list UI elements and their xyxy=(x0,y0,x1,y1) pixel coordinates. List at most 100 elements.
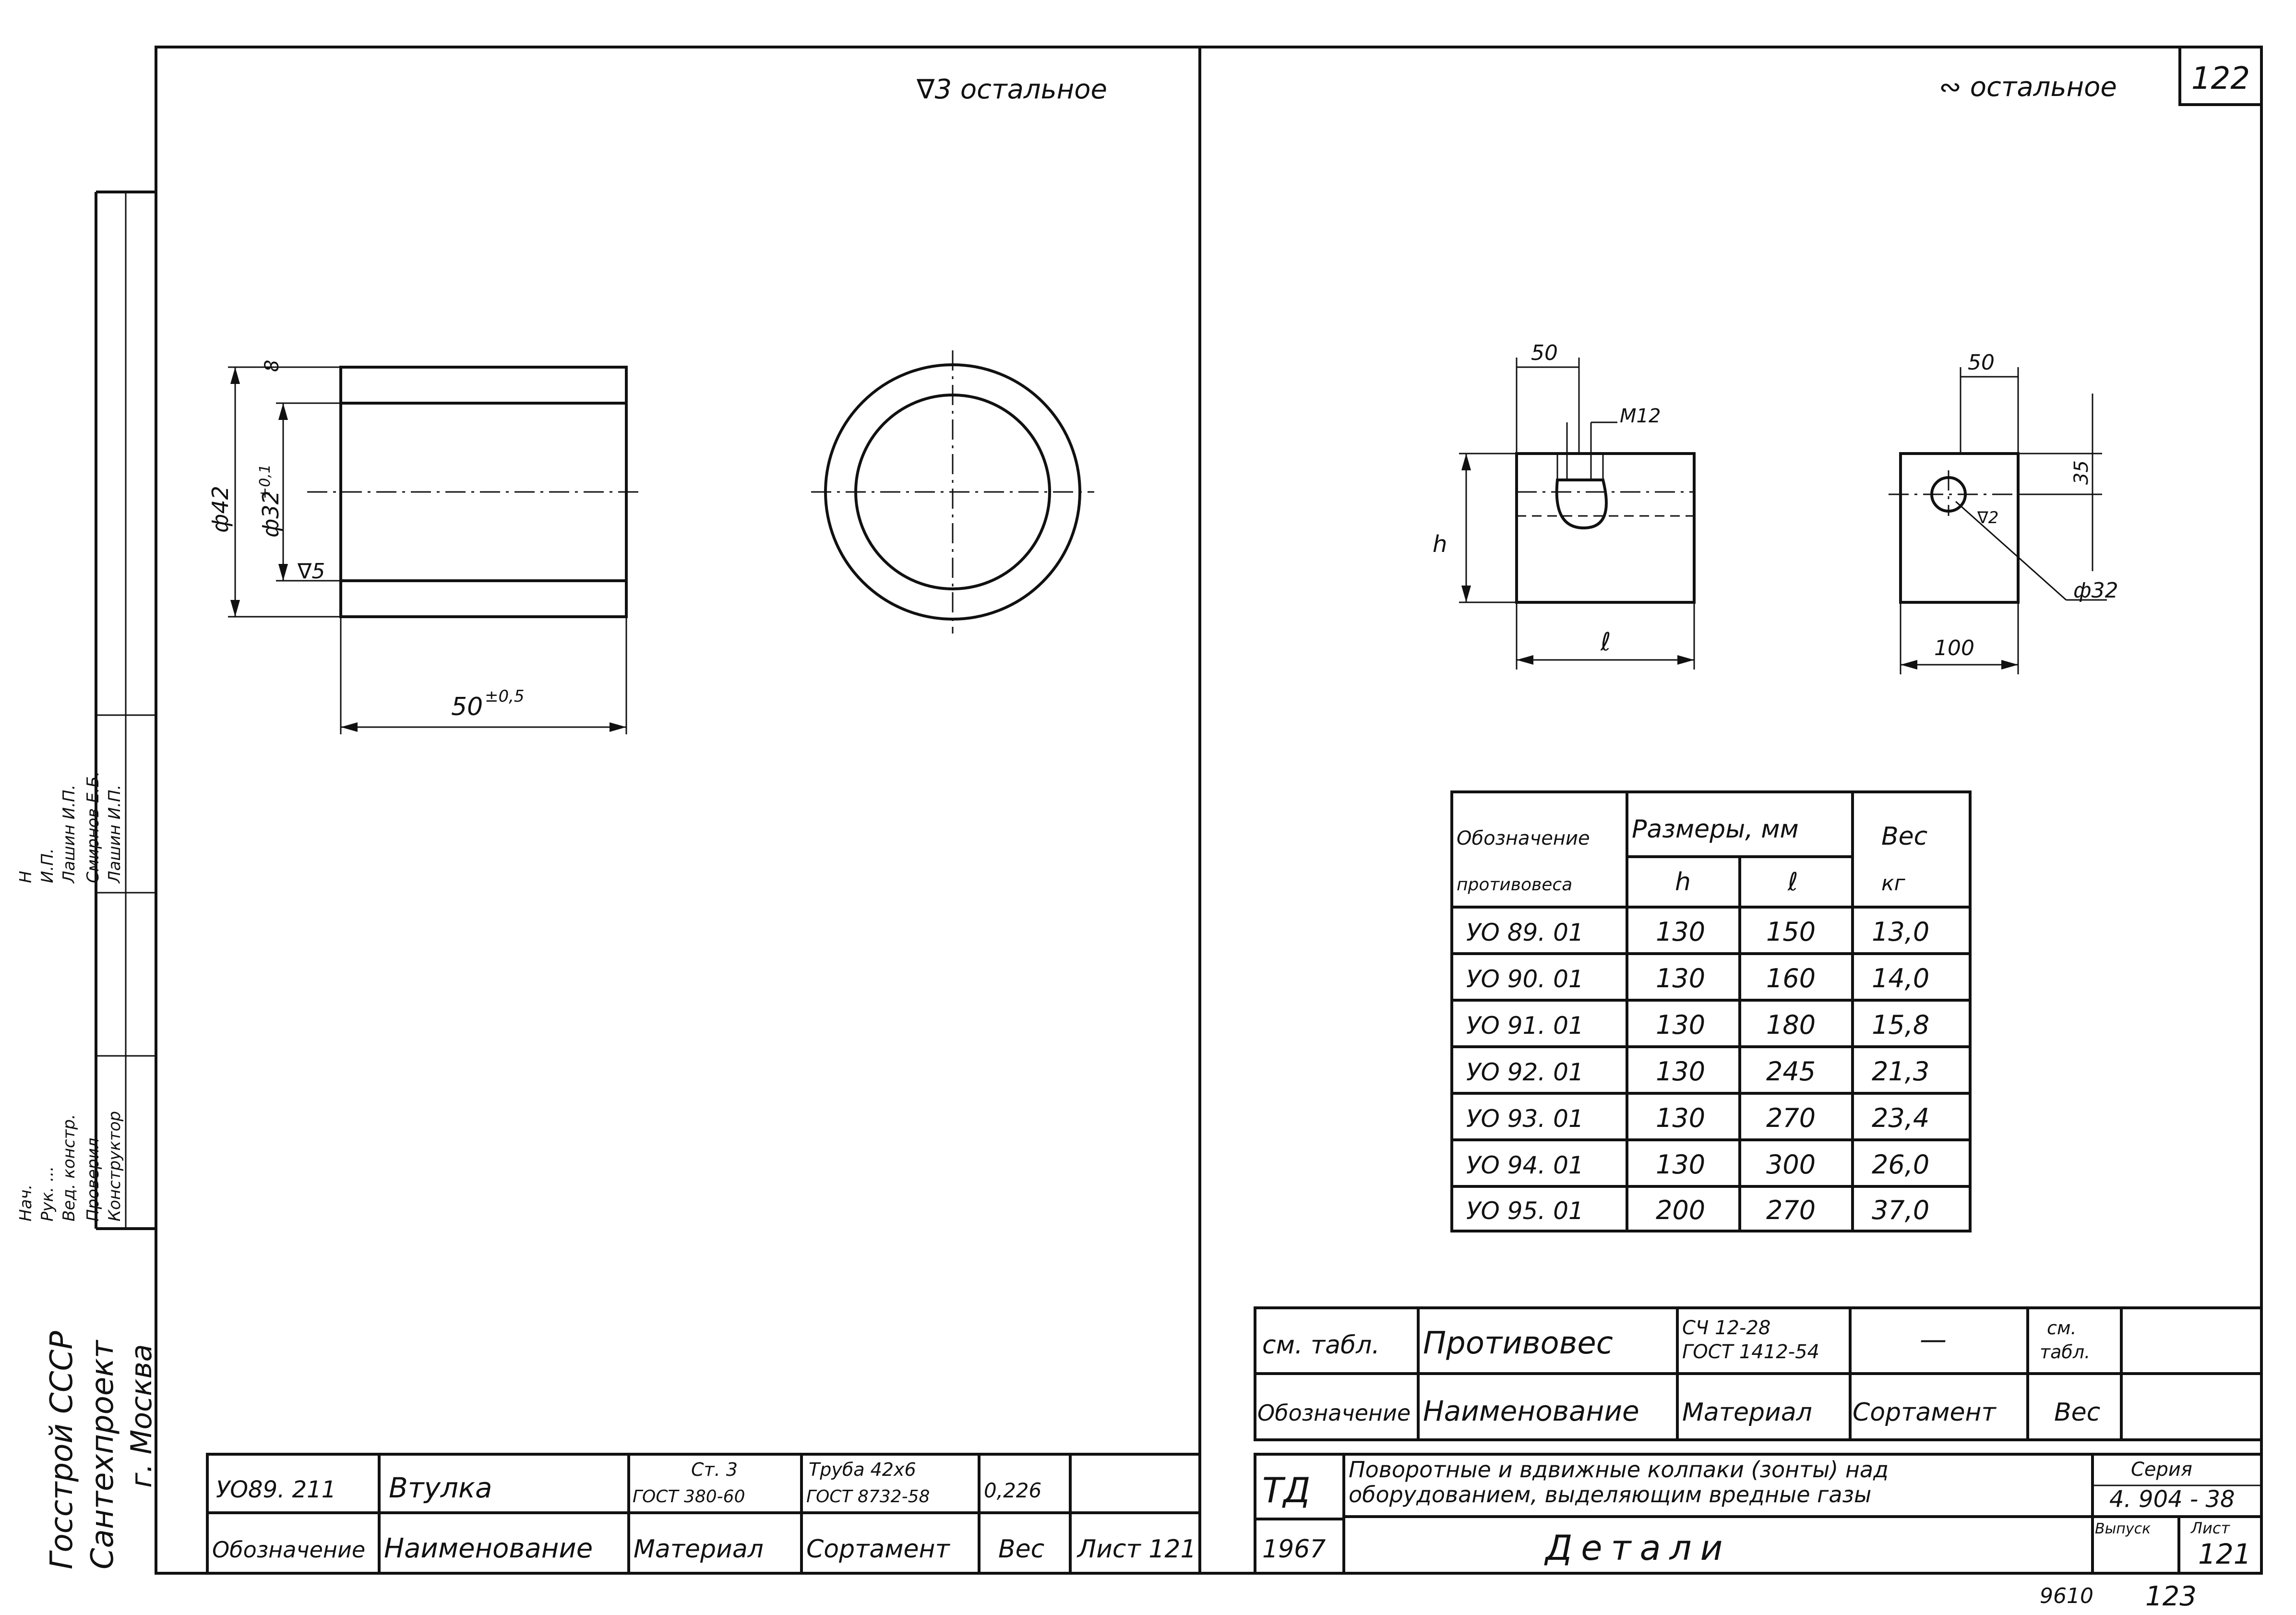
dim-hole-diameter: ф32 xyxy=(2073,578,2118,603)
table-header-h: h xyxy=(1675,868,1691,897)
row-h: 130 xyxy=(1656,963,1705,993)
inner-roughness: ∇5 xyxy=(297,559,325,584)
row-designation: УО 95. 01 xyxy=(1466,1197,1584,1225)
dim-front-width: 50 xyxy=(1531,341,1558,365)
hole-roughness: ∇2 xyxy=(1977,508,1998,527)
right-part-name: Противовес xyxy=(1423,1326,1613,1361)
row-weight: 15,8 xyxy=(1872,1010,1929,1040)
right-h-designation: Обозначение xyxy=(1257,1400,1411,1426)
dim-outer-diameter: ф42 xyxy=(207,486,233,533)
dim-inner-diameter: ф32 xyxy=(258,490,284,538)
right-h-weight: Вес xyxy=(2054,1398,2100,1427)
stamp-name-3: Лашин И.П. xyxy=(60,785,79,884)
right-surface-note: ∾ остальное xyxy=(1939,72,2117,103)
sheet-number-box xyxy=(2178,46,2263,106)
row-designation: УО 91. 01 xyxy=(1466,1012,1584,1040)
dim-length-tolerance: ±0,5 xyxy=(485,687,525,706)
row-designation: УО 94. 01 xyxy=(1466,1151,1584,1179)
left-part-name: Втулка xyxy=(389,1471,492,1504)
row-designation: УО 92. 01 xyxy=(1466,1058,1584,1086)
row-h: 130 xyxy=(1656,917,1705,947)
dim-side-width-top: 50 xyxy=(1968,350,1995,375)
left-sortament-2: ГОСТ 8732-58 xyxy=(806,1487,930,1507)
row-h: 130 xyxy=(1656,1056,1705,1087)
table-row: УО 90. 01 130 160 14,0 xyxy=(1466,963,1929,993)
stamp-role-2: Проверил xyxy=(84,1138,103,1221)
row-l: 180 xyxy=(1766,1010,1816,1040)
row-l: 300 xyxy=(1766,1149,1816,1180)
stamp-name-5: Н xyxy=(16,871,36,883)
row-h: 130 xyxy=(1656,1149,1705,1180)
table-header-sizes: Размеры, мм xyxy=(1632,815,1799,844)
row-h: 130 xyxy=(1656,1010,1705,1040)
table-row: УО 92. 01 130 245 21,3 xyxy=(1466,1056,1929,1087)
dim-side-offset: 35 xyxy=(2070,460,2093,485)
right-parts-list xyxy=(1254,1306,2263,1441)
right-weight-2: табл. xyxy=(2040,1341,2090,1363)
bottom-mark-1: 9610 xyxy=(2040,1584,2093,1608)
row-weight: 14,0 xyxy=(1872,963,1929,993)
table-header-weight-2: кг xyxy=(1881,871,1906,896)
right-title-2: оборудованием, выделяющим вредные газы xyxy=(1349,1482,1871,1507)
table-row: УО 95. 01 200 270 37,0 xyxy=(1466,1195,1929,1225)
row-weight: 23,4 xyxy=(1872,1103,1929,1133)
right-designation: см. табл. xyxy=(1262,1331,1380,1360)
table-header-designation-1: Обозначение xyxy=(1457,827,1590,849)
left-designation: УО89. 211 xyxy=(216,1476,336,1503)
left-h-sortament: Сортамент xyxy=(806,1535,951,1564)
left-h-designation: Обозначение xyxy=(212,1537,365,1563)
left-material-1: Ст. 3 xyxy=(691,1459,738,1480)
left-h-sheet: Лист 121 xyxy=(1076,1535,1196,1564)
row-l: 150 xyxy=(1766,917,1816,947)
row-designation: УО 89. 01 xyxy=(1466,919,1584,946)
row-h: 130 xyxy=(1656,1103,1705,1133)
right-material-2: ГОСТ 1412-54 xyxy=(1682,1341,1819,1363)
sheet-label: Лист xyxy=(2190,1519,2230,1537)
right-title-block xyxy=(1254,1453,2263,1575)
stamp-role-1: Конструктор xyxy=(105,1111,124,1221)
row-l: 245 xyxy=(1766,1056,1816,1087)
table-rows: УО 89. 01 130 150 13,0 УО 90. 01 130 160… xyxy=(1466,917,1929,1225)
table-header-weight-1: Вес xyxy=(1881,822,1927,851)
dim-length-l: ℓ xyxy=(1600,628,1611,657)
counterweight-side-view xyxy=(1889,367,2107,674)
bushing-end-view xyxy=(811,350,1094,634)
org-city: г. Москва xyxy=(125,1344,158,1488)
right-material-1: СЧ 12-28 xyxy=(1682,1317,1770,1339)
sheet-number: 122 xyxy=(2191,61,2250,96)
left-title-block xyxy=(206,1453,1201,1575)
right-h-name: Наименование xyxy=(1423,1395,1639,1427)
left-surface-note: ∇3 остальное xyxy=(916,74,1107,105)
sheet-value: 121 xyxy=(2198,1538,2251,1570)
stamp-role-5: Нач. xyxy=(16,1184,36,1221)
left-weight: 0,226 xyxy=(984,1479,1041,1502)
table-row: УО 91. 01 130 180 15,8 xyxy=(1466,1010,1929,1040)
dim-end-mark: 8 xyxy=(261,360,283,372)
right-weight-1: см. xyxy=(2047,1317,2077,1339)
row-l: 270 xyxy=(1766,1195,1816,1225)
dim-inner-tolerance: +0,1 xyxy=(257,464,274,499)
left-sheet-frame xyxy=(155,46,1201,1575)
left-h-weight: Вес xyxy=(998,1535,1044,1564)
stamp-name-4: И.П. xyxy=(38,848,57,883)
issue-label: Выпуск xyxy=(2095,1520,2151,1537)
left-sortament-1: Труба 42х6 xyxy=(809,1459,916,1480)
side-stamp: Конструктор Проверил Вед. констр. Рук. .… xyxy=(16,191,158,1569)
series-label: Серия xyxy=(2131,1459,2192,1481)
right-title-1: Поворотные и вдвижные колпаки (зонты) на… xyxy=(1349,1457,1889,1483)
row-designation: УО 90. 01 xyxy=(1466,965,1584,993)
right-h-sortament: Сортамент xyxy=(1853,1398,1997,1427)
row-weight: 37,0 xyxy=(1872,1195,1929,1225)
row-l: 160 xyxy=(1766,963,1816,993)
dim-length: 50 xyxy=(451,693,483,721)
row-weight: 13,0 xyxy=(1872,917,1929,947)
stamp-role-4: Рук. ... xyxy=(38,1166,57,1221)
series-number: 4. 904 - 38 xyxy=(2109,1486,2235,1513)
table-row: УО 89. 01 130 150 13,0 xyxy=(1466,917,1929,947)
right-subject: Детали xyxy=(1544,1528,1731,1568)
stamp-role-3: Вед. констр. xyxy=(60,1114,79,1221)
row-weight: 26,0 xyxy=(1872,1149,1929,1180)
left-h-material: Материал xyxy=(634,1535,764,1564)
table-row: УО 94. 01 130 300 26,0 xyxy=(1466,1149,1929,1180)
